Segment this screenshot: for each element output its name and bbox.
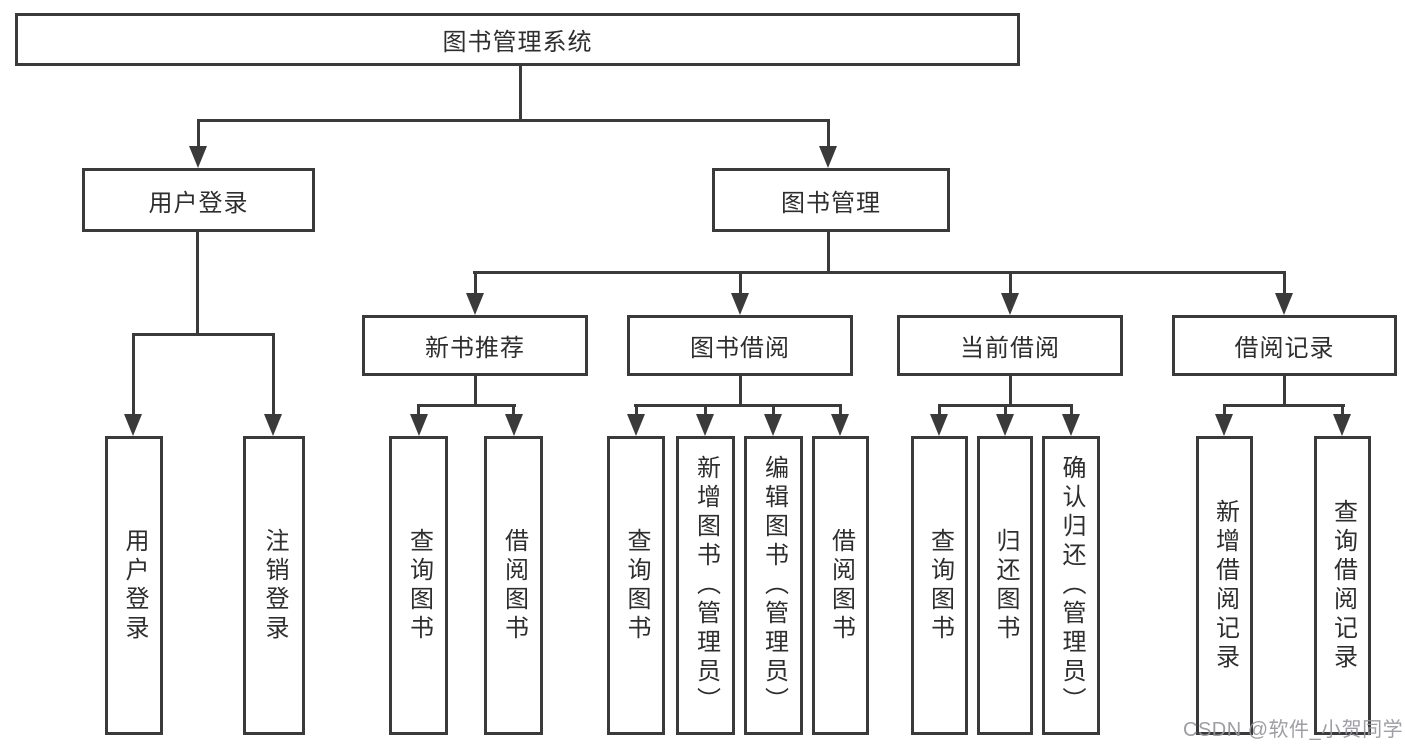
connector-line — [1223, 404, 1345, 407]
leaf-borrow-books-recommend-label: 借阅图书 — [500, 527, 528, 644]
leaf-borrow-books-borrowing: 借阅图书 — [812, 436, 869, 735]
connector-line — [519, 66, 522, 122]
leaf-query-borrow-record: 查询借阅记录 — [1314, 436, 1371, 735]
node-user-login: 用户登录 — [82, 168, 315, 232]
leaf-borrow-books-borrowing-label: 借阅图书 — [827, 527, 855, 644]
connector-line — [1004, 404, 1007, 417]
arrow-down-icon — [1275, 293, 1293, 315]
leaf-add-books-admin-label: 新增图书（管理员） — [692, 455, 720, 716]
arrow-down-icon — [930, 414, 948, 436]
node-new-book-recommendation: 新书推荐 — [362, 315, 588, 376]
leaf-edit-books-admin-label: 编辑图书（管理员） — [760, 455, 788, 716]
node-book-management: 图书管理 — [712, 168, 950, 232]
node-borrowing-records-label: 借阅记录 — [1234, 335, 1335, 362]
connector-line — [132, 333, 135, 416]
leaf-user-login: 用户登录 — [105, 436, 163, 735]
connector-line — [1223, 404, 1226, 417]
leaf-edit-books-admin: 编辑图书（管理员） — [744, 436, 803, 735]
watermark: CSDN @软件_小贺同学 — [1183, 719, 1404, 741]
connector-line — [132, 333, 275, 336]
leaf-add-borrow-record: 新增借阅记录 — [1196, 436, 1253, 735]
connector-line — [417, 404, 516, 407]
arrow-down-icon — [696, 414, 714, 436]
connector-line — [1009, 376, 1012, 406]
leaf-logout-label: 注销登录 — [261, 527, 288, 644]
connector-line — [938, 404, 941, 417]
node-current-borrowing: 当前借阅 — [897, 315, 1123, 376]
leaf-add-borrow-record-label: 新增借阅记录 — [1211, 498, 1239, 673]
connector-line — [1283, 376, 1286, 406]
arrow-down-icon — [505, 414, 523, 436]
arrow-down-icon — [819, 146, 837, 168]
connector-line — [1341, 404, 1344, 417]
node-root: 图书管理系统 — [15, 13, 1020, 66]
connector-line — [197, 119, 830, 122]
leaf-logout: 注销登录 — [243, 436, 305, 735]
connector-line — [739, 376, 742, 406]
connector-line — [634, 404, 842, 407]
connector-line — [1283, 271, 1286, 295]
connector-line — [739, 271, 742, 295]
leaf-confirm-return-admin: 确认归还（管理员） — [1042, 436, 1100, 735]
leaf-query-books-borrowing-label: 查询图书 — [623, 527, 650, 644]
connector-line — [1070, 404, 1073, 417]
arrow-down-icon — [264, 414, 282, 436]
leaf-query-books-borrowing: 查询图书 — [607, 436, 665, 735]
leaf-return-books: 归还图书 — [977, 436, 1033, 735]
connector-line — [839, 404, 842, 417]
leaf-query-books-current: 查询图书 — [911, 436, 968, 735]
arrow-down-icon — [466, 293, 484, 315]
arrow-down-icon — [1001, 293, 1019, 315]
node-root-label: 图书管理系统 — [442, 29, 593, 56]
node-new-book-recommendation-label: 新书推荐 — [425, 335, 525, 362]
arrow-down-icon — [627, 414, 645, 436]
node-borrowing-records: 借阅记录 — [1172, 315, 1397, 376]
connector-line — [473, 271, 1286, 274]
node-book-borrowing: 图书借阅 — [627, 315, 853, 376]
arrow-down-icon — [764, 414, 782, 436]
leaf-return-books-label: 归还图书 — [992, 527, 1019, 644]
arrow-down-icon — [731, 293, 749, 315]
leaf-borrow-books-recommend: 借阅图书 — [484, 436, 543, 735]
arrow-down-icon — [1333, 414, 1351, 436]
connector-line — [827, 232, 830, 274]
connector-line — [772, 404, 775, 417]
connector-line — [196, 232, 199, 336]
connector-line — [512, 404, 515, 417]
arrow-down-icon — [996, 414, 1014, 436]
node-user-login-label: 用户登录 — [148, 189, 249, 217]
connector-line — [197, 119, 200, 147]
connector-line — [417, 404, 420, 417]
arrow-down-icon — [124, 414, 142, 436]
leaf-add-books-admin: 新增图书（管理员） — [676, 436, 735, 735]
leaf-query-books-recommend-label: 查询图书 — [405, 527, 433, 644]
leaf-confirm-return-admin-label: 确认归还（管理员） — [1058, 455, 1085, 716]
leaf-query-books-recommend: 查询图书 — [389, 436, 448, 735]
connector-line — [1009, 271, 1012, 295]
arrow-down-icon — [1215, 414, 1233, 436]
connector-line — [474, 271, 477, 295]
arrow-down-icon — [831, 414, 849, 436]
leaf-query-books-current-label: 查询图书 — [926, 527, 954, 644]
connector-line — [635, 404, 638, 417]
leaf-query-borrow-record-label: 查询借阅记录 — [1329, 498, 1357, 673]
arrow-down-icon — [189, 146, 207, 168]
node-current-borrowing-label: 当前借阅 — [960, 335, 1060, 362]
leaf-user-login-label: 用户登录 — [121, 527, 148, 644]
connector-line — [474, 376, 477, 406]
node-book-borrowing-label: 图书借阅 — [690, 335, 790, 362]
arrow-down-icon — [1062, 414, 1080, 436]
arrow-down-icon — [410, 414, 428, 436]
node-book-management-label: 图书管理 — [781, 189, 881, 217]
connector-line — [827, 119, 830, 147]
connector-line — [704, 404, 707, 417]
connector-line — [272, 333, 275, 416]
